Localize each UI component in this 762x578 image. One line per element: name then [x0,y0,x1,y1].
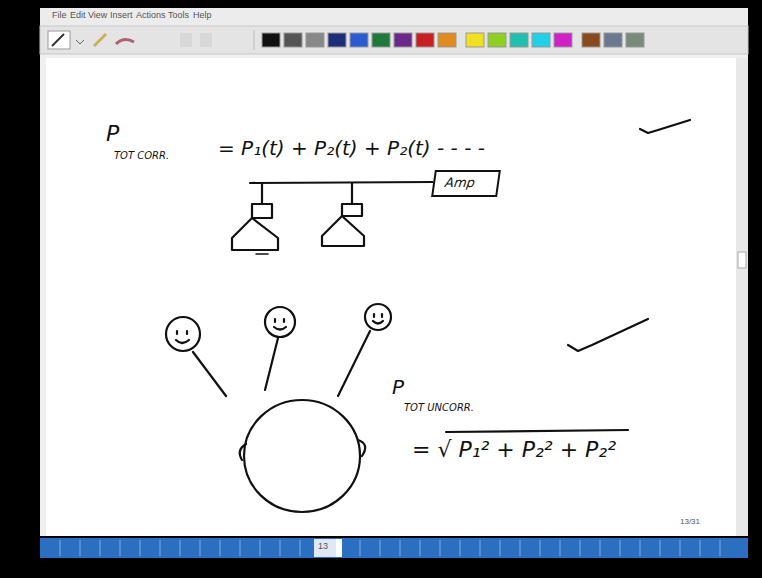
amplifier-box: Amp [431,170,501,197]
menu-text: 13/31 [680,518,700,527]
menu-text: View [88,11,107,21]
menu-text: Tools [168,11,189,21]
formula-text: = √ P₁² + P₂² + P₂² [412,438,616,462]
menu-text: Help [193,11,212,21]
menu-text: Insert [110,11,133,21]
formula-text: TOT UNCORR. [404,402,474,413]
formula-text: TOT CORR. [114,150,169,161]
menu-text: Edit [70,11,86,21]
menu-text: File [52,11,67,21]
formula-text: = P₁(t) + P₂(t) + P₂(t) - - - - [218,137,485,159]
menu-text: Actions [136,11,166,21]
formula-text: P [392,376,404,398]
menu-text: 13 [318,542,328,552]
box-label: Amp [444,176,498,190]
formula-text: P [106,122,119,146]
